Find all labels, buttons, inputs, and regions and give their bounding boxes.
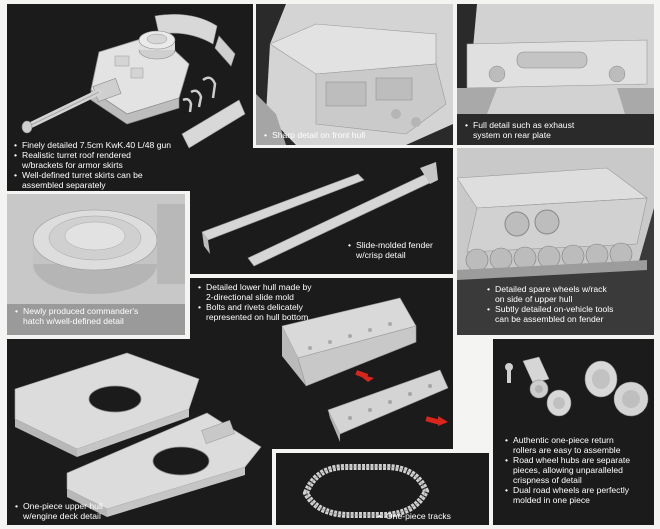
- caption-line: w/brackets for armor skirts: [22, 160, 123, 170]
- fender-caption: Slide-molded fender w/crisp detail: [348, 240, 433, 260]
- caption-line: Detailed lower hull made by: [198, 282, 312, 292]
- caption-line: Newly produced commander's: [15, 306, 138, 316]
- upper-hull-caption: One-piece upper hull w/engine deck detai…: [15, 501, 103, 521]
- caption-line: Road wheel hubs are separate: [505, 455, 630, 465]
- caption-line: pieces, allowing unparalleled: [513, 465, 623, 475]
- tracks-caption: One-piece tracks: [378, 511, 451, 521]
- panel-front-hull: Sharp detail on front hull: [256, 4, 453, 145]
- caption-line: One-piece tracks: [378, 511, 451, 521]
- turret-illustration: [21, 14, 246, 149]
- panel-rear-plate: Full detail such as exhaust system on re…: [457, 4, 654, 145]
- caption-line: One-piece upper hull: [15, 501, 103, 511]
- caption-line: Realistic turret roof rendered: [14, 150, 244, 160]
- caption-line: rollers are easy to assemble: [513, 445, 621, 455]
- caption-line: Subtly detailed on-vehicle tools: [487, 304, 613, 314]
- caption-line: w/crisp detail: [356, 250, 406, 260]
- caption-line: Sharp detail on front hull: [264, 130, 365, 140]
- caption-line: Full detail such as exhaust: [465, 120, 574, 130]
- caption-line: Detailed spare wheels w/rack: [487, 284, 613, 294]
- panel-lower-hull: Detailed lower hull made by 2-directiona…: [190, 278, 453, 449]
- turret-caption: Finely detailed 7.5cm KwK.40 L/48 gun Re…: [14, 140, 244, 190]
- panel-spare-wheels: Detailed spare wheels w/rack on side of …: [457, 148, 654, 335]
- road-wheels-illustration: [505, 356, 649, 417]
- caption-line: on side of upper hull: [495, 294, 573, 304]
- caption-line: Bolts and rivets delicately: [198, 302, 312, 312]
- upper-hull-illustration: [14, 352, 262, 517]
- caption-line: Slide-molded fender: [348, 240, 433, 250]
- caption-line: w/engine deck detail: [23, 511, 101, 521]
- panel-road-wheels: Authentic one-piece return rollers are e…: [493, 339, 654, 525]
- caption-line: Dual road wheels are perfectly: [505, 485, 630, 495]
- caption-line: crispness of detail: [513, 475, 582, 485]
- caption-line: represented on hull bottom: [206, 312, 309, 322]
- road-wheels-caption: Authentic one-piece return rollers are e…: [505, 435, 630, 505]
- caption-line: can be assembled on fender: [495, 314, 604, 324]
- lower-hull-caption: Detailed lower hull made by 2-directiona…: [198, 282, 312, 322]
- front-hull-caption: Sharp detail on front hull: [264, 130, 365, 140]
- caption-line: system on rear plate: [473, 130, 551, 140]
- fender-illustration: [194, 150, 453, 267]
- panel-upper-hull: One-piece upper hull w/engine deck detai…: [7, 339, 272, 525]
- hatch-caption: Newly produced commander's hatch w/well-…: [15, 306, 138, 326]
- rear-plate-caption: Full detail such as exhaust system on re…: [465, 120, 574, 140]
- caption-line: Authentic one-piece return: [505, 435, 630, 445]
- caption-line: molded in one piece: [513, 495, 590, 505]
- panel-tracks: One-piece tracks: [276, 453, 489, 525]
- panel-turret: Finely detailed 7.5cm KwK.40 L/48 gun Re…: [7, 4, 253, 191]
- caption-line: assembled separately: [22, 180, 106, 190]
- lower-hull-illustration: [281, 297, 449, 442]
- panel-fender: Slide-molded fender w/crisp detail: [190, 148, 453, 274]
- spare-wheels-caption: Detailed spare wheels w/rack on side of …: [487, 284, 613, 324]
- panel-hatch: Newly produced commander's hatch w/well-…: [7, 194, 185, 335]
- caption-line: Well-defined turret skirts can be: [14, 170, 244, 180]
- tracks-illustration: [302, 464, 430, 518]
- front-hull-illustration: [256, 4, 453, 145]
- caption-line: hatch w/well-defined detail: [23, 316, 124, 326]
- caption-line: 2-directional slide mold: [206, 292, 294, 302]
- caption-line: Finely detailed 7.5cm KwK.40 L/48 gun: [14, 140, 244, 150]
